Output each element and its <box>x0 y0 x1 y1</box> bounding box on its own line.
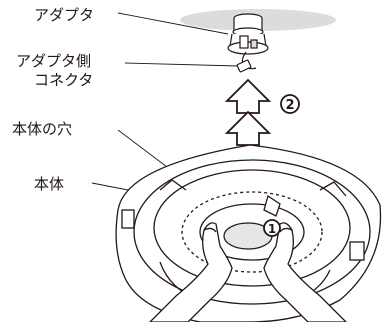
label-body-hole: 本体の穴 <box>12 120 73 138</box>
step1-badge: 1 <box>263 219 281 237</box>
hands <box>149 222 347 322</box>
label-adapter: アダプタ <box>34 6 95 24</box>
adapter-illustration <box>227 13 269 70</box>
step2-number: 2 <box>285 98 294 113</box>
step2-badge: 2 <box>280 94 300 114</box>
step1-number: 1 <box>268 222 276 236</box>
label-body: 本体 <box>34 175 65 193</box>
up-arrows <box>224 78 272 146</box>
adapter-connector <box>236 59 252 73</box>
label-adapter-connector-line2: コネクタ <box>34 71 94 89</box>
label-adapter-connector-line1: アダプタ側 <box>16 52 92 70</box>
